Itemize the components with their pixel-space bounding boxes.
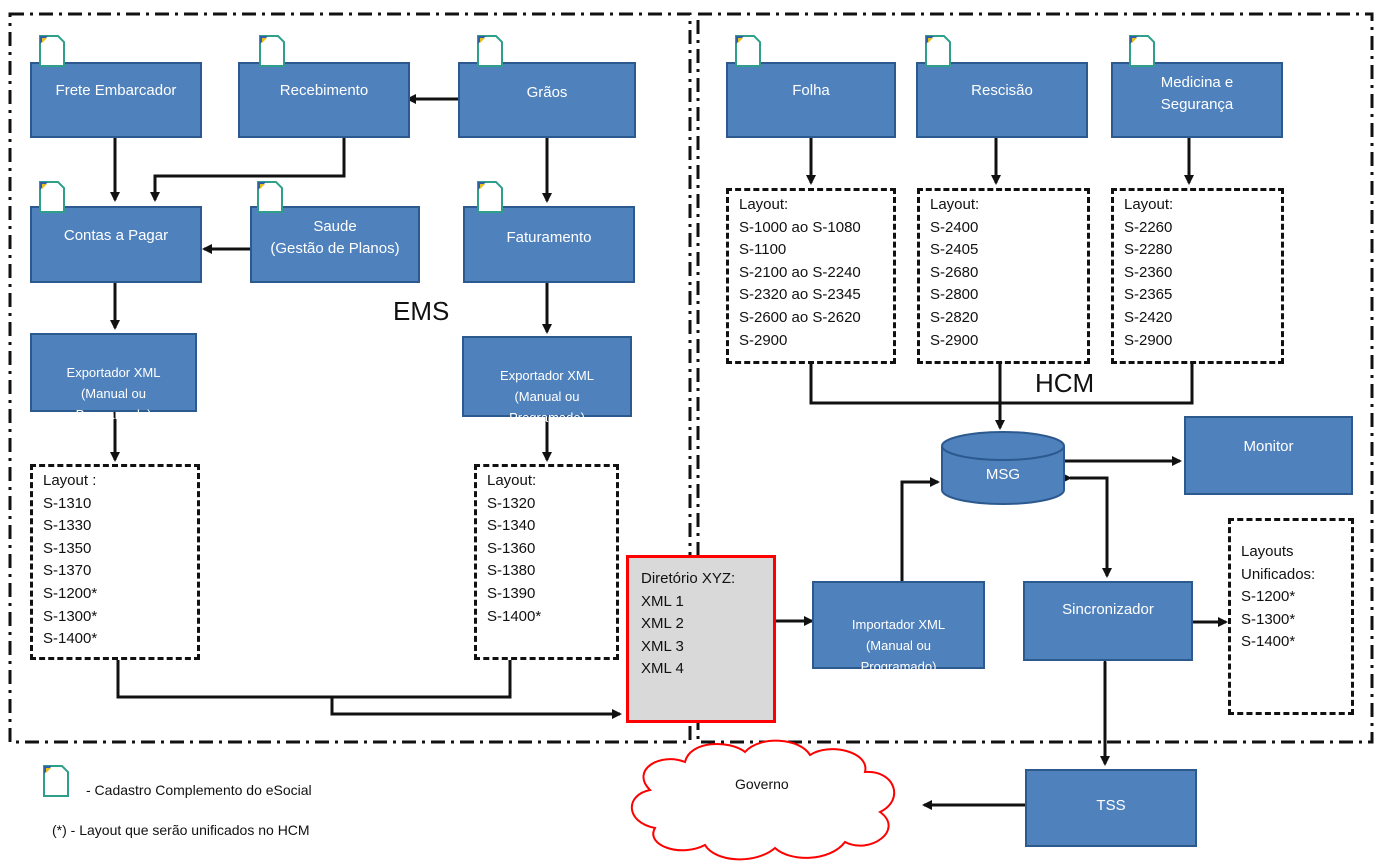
graos-box: Grãos — [458, 62, 636, 138]
contas-a-pagar-box: Contas a Pagar — [30, 206, 202, 283]
msg-database — [941, 431, 1065, 505]
document-icon — [259, 35, 285, 67]
document-icon — [925, 35, 951, 67]
frete-embarcador-box: Frete Embarcador — [30, 62, 202, 138]
faturamento-box: Faturamento — [463, 206, 635, 283]
governo-label: Governo — [735, 776, 789, 792]
legend-icon-text: - Cadastro Complemento do eSocial — [86, 782, 312, 798]
monitor-box: Monitor — [1184, 416, 1353, 495]
recebimento-box: Recebimento — [238, 62, 410, 138]
sincronizador-box: Sincronizador — [1023, 581, 1193, 661]
governo-cloud — [630, 739, 896, 861]
hcm-region-frame — [696, 12, 1374, 744]
tss-box: TSS — [1025, 769, 1197, 847]
legend-document-icon — [43, 765, 69, 797]
document-icon — [257, 181, 283, 213]
folha-box: Folha — [726, 62, 896, 138]
msg-label: MSG — [985, 466, 1021, 483]
saude-box: Saude(Gestão de Planos) — [250, 206, 420, 283]
ems-region-frame — [8, 12, 692, 744]
ems-region-label: EMS — [393, 296, 450, 326]
rescisao-box: Rescisão — [916, 62, 1088, 138]
hcm-region-label: HCM — [1035, 368, 1095, 398]
document-icon — [735, 35, 761, 67]
document-icon — [39, 181, 65, 213]
legend-asterisk-text: (*) - Layout que serão unificados no HCM — [52, 822, 310, 838]
document-icon — [1129, 35, 1155, 67]
document-icon — [39, 35, 65, 67]
document-icon — [477, 181, 503, 213]
document-icon — [477, 35, 503, 67]
